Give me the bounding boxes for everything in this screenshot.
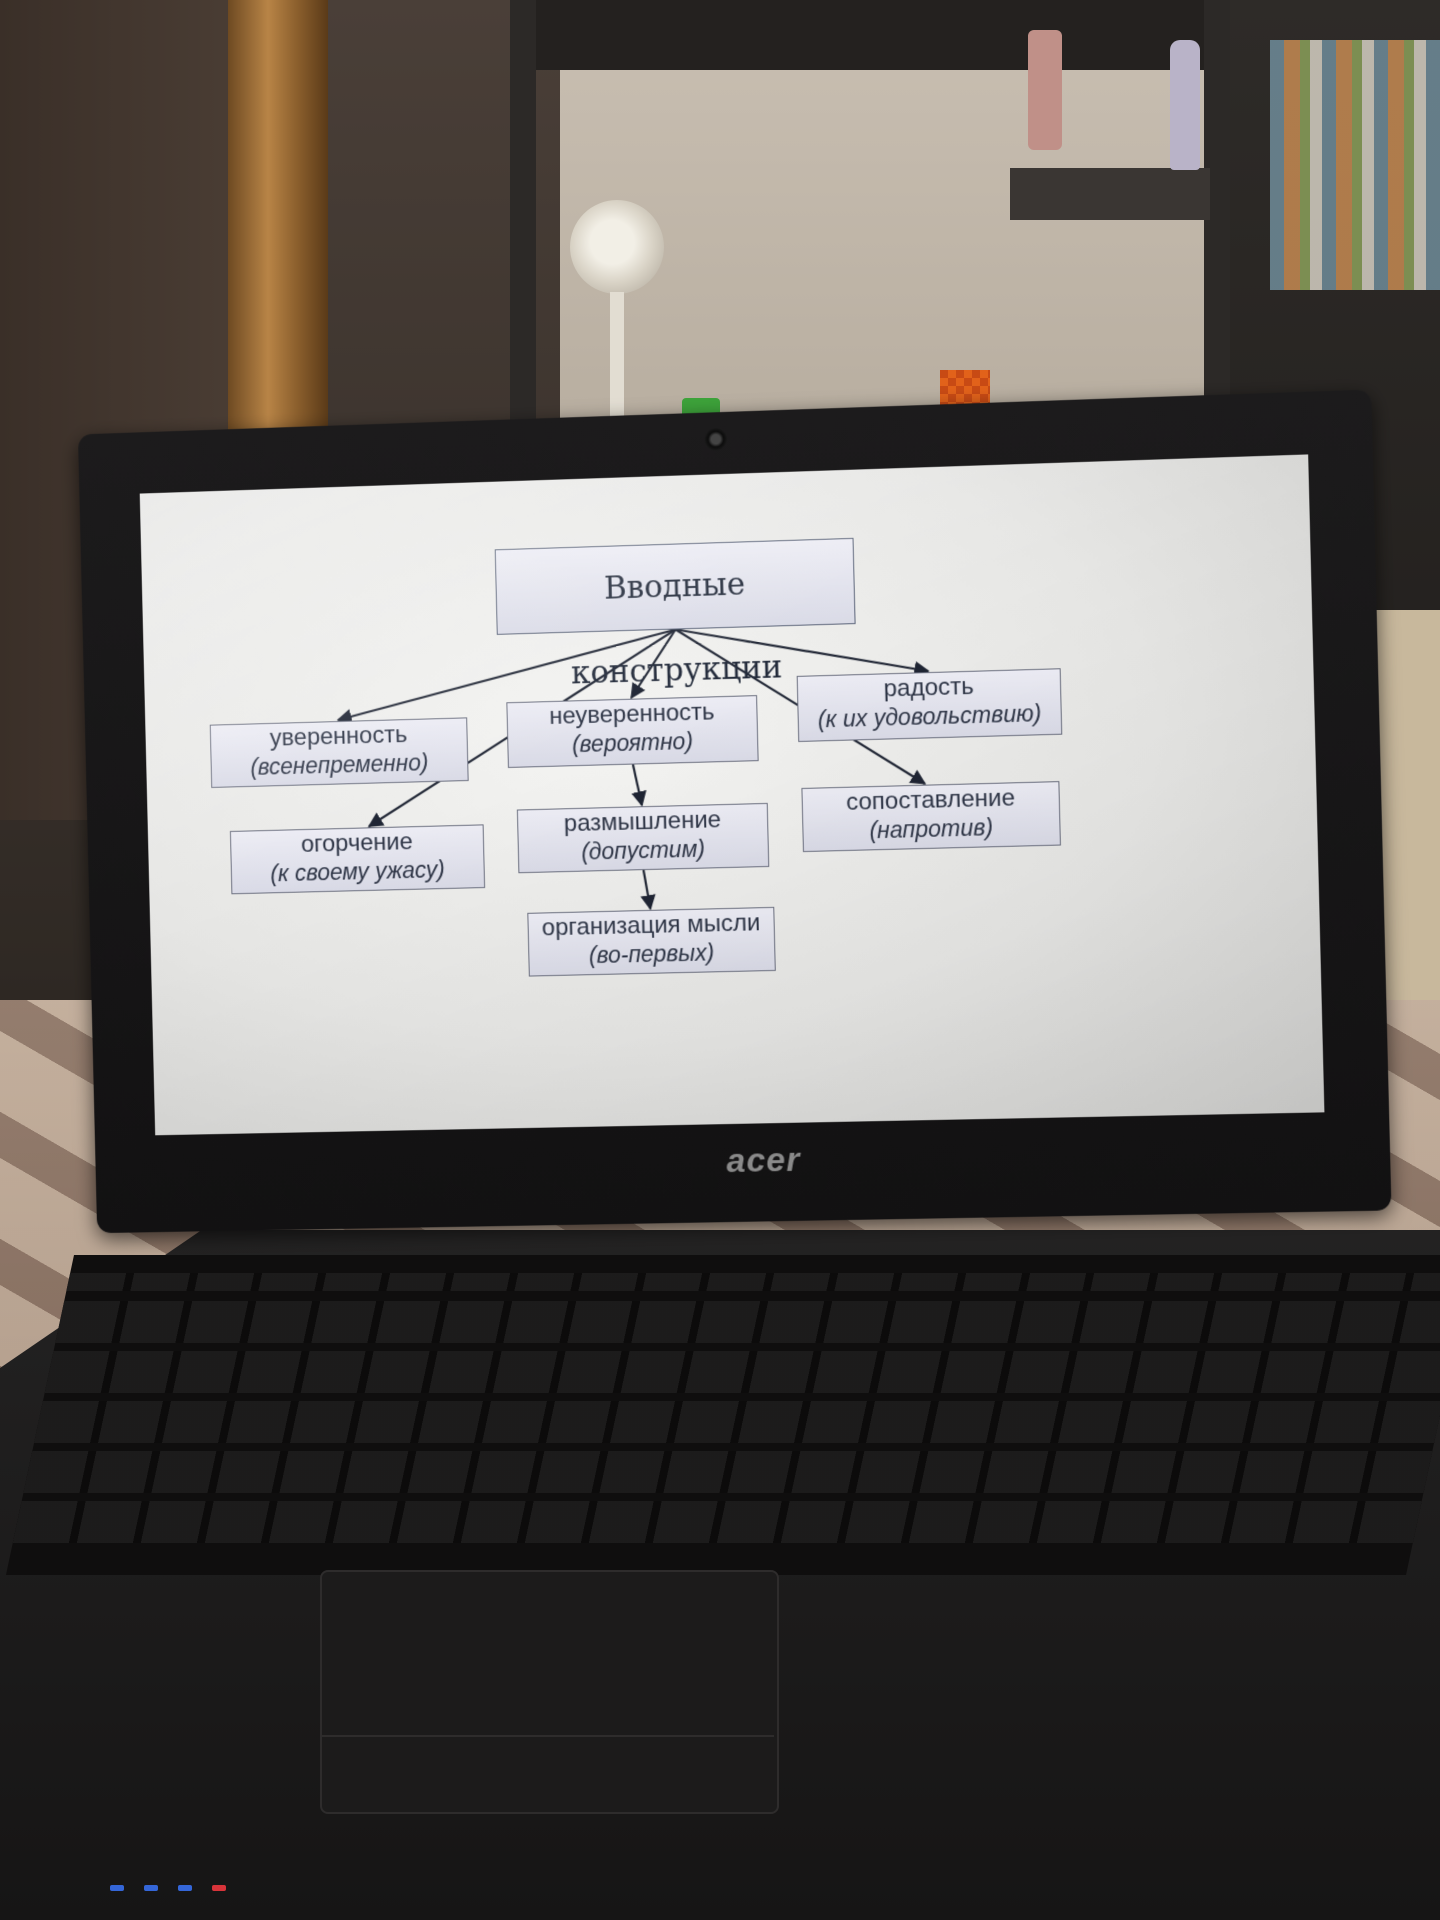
diagram-root-box: Вводные конструкции [494,537,856,691]
node-joy: радость (к их удовольствию) [796,668,1063,742]
back-wall [560,0,1250,460]
laptop-screen: Вводные конструкции уверенность (всенепр… [140,454,1325,1135]
status-led [178,1885,192,1891]
node-example: (всенепременно) [249,749,429,780]
spray-bottle [1170,40,1200,170]
node-example: (допустим) [580,835,706,865]
laptop-lid: Вводные конструкции уверенность (всенепр… [78,389,1392,1233]
shelf-top [520,0,1220,70]
desk-lamp-pole [610,292,624,442]
small-wall-shelf [1010,168,1210,220]
node-example: (напротив) [869,814,994,844]
function-key-row[interactable] [66,1273,1440,1291]
cosmetic-tin [1028,30,1062,150]
arrow-uncertainty-to-reflection [633,764,642,805]
node-comparison: сопоставление (напротив) [801,781,1061,853]
arrow-reflection-to-thought-order [644,870,651,909]
node-thought-order: организация мысли (во-первых) [527,906,776,977]
webcam-icon [704,427,728,451]
books [1270,40,1440,290]
number-key-row[interactable] [55,1301,1440,1343]
bottom-letter-row[interactable] [23,1451,1433,1493]
desk-lamp-head [570,200,664,294]
status-led [110,1885,124,1891]
door-frame [228,0,328,470]
node-label: организация мысли [541,909,761,942]
status-led [212,1885,226,1891]
keyboard[interactable] [5,1255,1440,1575]
home-letter-row[interactable] [34,1401,1440,1443]
touchpad[interactable] [320,1570,779,1814]
node-example: (вероятно) [571,727,694,758]
node-uncertainty: неуверенность (вероятно) [506,695,759,768]
laptop-brand-logo: acer [725,1140,801,1181]
node-reflection: размышление (допустим) [516,802,770,874]
touchpad-button-divider [322,1735,774,1737]
node-confidence: уверенность (всенепременно) [209,717,469,788]
space-row[interactable] [12,1501,1422,1543]
status-leds [110,1876,270,1891]
node-example: (к своему ужасу) [270,856,446,887]
node-example: (во-первых) [588,939,715,969]
node-grief: огорчение (к своему ужасу) [229,824,486,895]
status-led [144,1885,158,1891]
top-letter-row[interactable] [44,1351,1440,1393]
